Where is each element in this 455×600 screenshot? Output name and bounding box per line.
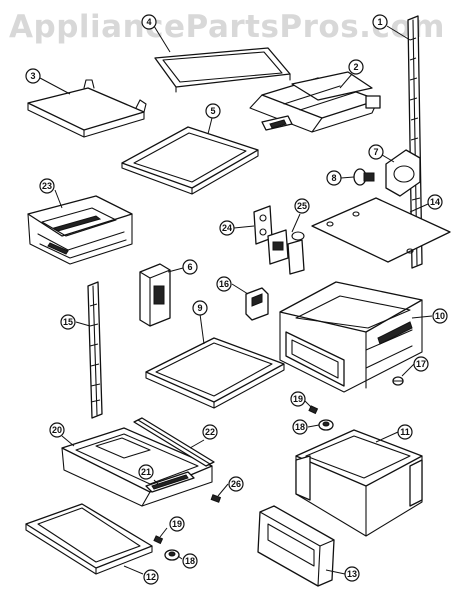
callout-4: 4 <box>141 14 157 30</box>
svg-text:18: 18 <box>295 422 305 432</box>
callout-20: 20 <box>49 422 65 438</box>
callout-24: 24 <box>219 220 235 236</box>
callout-10: 10 <box>432 308 448 324</box>
part-glass-shelf[interactable] <box>121 126 259 195</box>
svg-text:19: 19 <box>172 519 182 529</box>
callout-22: 22 <box>202 424 218 440</box>
callout-18-upper: 18 <box>292 419 308 435</box>
callout-19-lower: 19 <box>169 516 185 532</box>
svg-text:26: 26 <box>231 479 241 489</box>
part-drawer-front[interactable] <box>257 505 335 587</box>
callout-26: 26 <box>228 476 244 492</box>
svg-text:13: 13 <box>347 569 357 579</box>
part-crisper-cover[interactable] <box>61 427 213 507</box>
svg-text:17: 17 <box>416 359 426 369</box>
part-nut-18-upper[interactable] <box>318 419 334 431</box>
part-light-cover[interactable] <box>385 149 421 197</box>
part-nut-18-lower[interactable] <box>164 549 180 561</box>
svg-text:8: 8 <box>331 173 336 183</box>
part-cover-panel[interactable] <box>311 197 451 263</box>
svg-text:4: 4 <box>146 17 151 27</box>
callout-6: 6 <box>182 259 198 275</box>
part-small-housing[interactable] <box>139 263 171 327</box>
part-screw-19-upper[interactable] <box>308 405 319 415</box>
callout-3: 3 <box>25 68 41 84</box>
svg-text:10: 10 <box>435 311 445 321</box>
part-insert-bar[interactable] <box>145 471 195 493</box>
svg-text:20: 20 <box>52 425 62 435</box>
part-crisper-drawer[interactable] <box>295 429 423 537</box>
callout-2: 2 <box>348 59 364 75</box>
svg-text:9: 9 <box>197 303 202 313</box>
callout-13: 13 <box>344 566 360 582</box>
callout-5: 5 <box>205 103 221 119</box>
svg-text:7: 7 <box>373 147 378 157</box>
svg-text:14: 14 <box>430 197 440 207</box>
svg-text:11: 11 <box>400 427 410 437</box>
part-top-shelf[interactable] <box>154 47 291 93</box>
svg-text:19: 19 <box>293 394 303 404</box>
svg-text:18: 18 <box>185 556 195 566</box>
part-screw-19-lower[interactable] <box>153 535 164 545</box>
callout-17: 17 <box>413 356 429 372</box>
part-slide-shelf-frame[interactable] <box>249 71 381 133</box>
callout-7: 7 <box>368 144 384 160</box>
callout-23: 23 <box>39 178 55 194</box>
callout-11: 11 <box>397 424 413 440</box>
svg-text:21: 21 <box>141 467 151 477</box>
svg-text:22: 22 <box>205 427 215 437</box>
callout-12: 12 <box>143 569 159 585</box>
leader-lines <box>39 25 433 575</box>
svg-text:6: 6 <box>187 262 192 272</box>
part-pan-housing[interactable] <box>279 281 423 393</box>
callout-25: 25 <box>294 198 310 214</box>
svg-text:5: 5 <box>210 106 215 116</box>
callout-9: 9 <box>192 300 208 316</box>
part-rail-bar[interactable] <box>133 417 215 467</box>
part-knob-set[interactable] <box>267 229 305 275</box>
svg-text:23: 23 <box>42 181 52 191</box>
svg-text:25: 25 <box>297 201 307 211</box>
callout-21: 21 <box>138 464 154 480</box>
part-light-bulb[interactable] <box>353 168 375 186</box>
part-screw-26[interactable] <box>210 494 222 503</box>
svg-text:16: 16 <box>219 279 229 289</box>
svg-text:12: 12 <box>146 572 156 582</box>
svg-text:15: 15 <box>63 317 73 327</box>
callout-1: 1 <box>372 14 388 30</box>
callout-8: 8 <box>326 170 342 186</box>
callout-15: 15 <box>60 314 76 330</box>
svg-text:24: 24 <box>222 223 232 233</box>
part-screw-17[interactable] <box>392 376 404 386</box>
part-crisper-glass[interactable] <box>25 503 153 575</box>
callout-18-lower: 18 <box>182 553 198 569</box>
callout-14: 14 <box>427 194 443 210</box>
watermark-text: AppliancePartsPros.com <box>9 9 445 45</box>
part-crisper-frame[interactable] <box>27 195 133 265</box>
part-small-shelf[interactable] <box>27 79 147 138</box>
part-vertical-rail-left[interactable] <box>87 281 103 419</box>
part-lower-glass-shelf[interactable] <box>145 337 285 409</box>
part-small-bracket[interactable] <box>245 287 269 321</box>
callout-19-upper: 19 <box>290 391 306 407</box>
svg-text:3: 3 <box>30 71 35 81</box>
svg-text:2: 2 <box>353 62 358 72</box>
callout-16: 16 <box>216 276 232 292</box>
svg-text:1: 1 <box>377 17 382 27</box>
